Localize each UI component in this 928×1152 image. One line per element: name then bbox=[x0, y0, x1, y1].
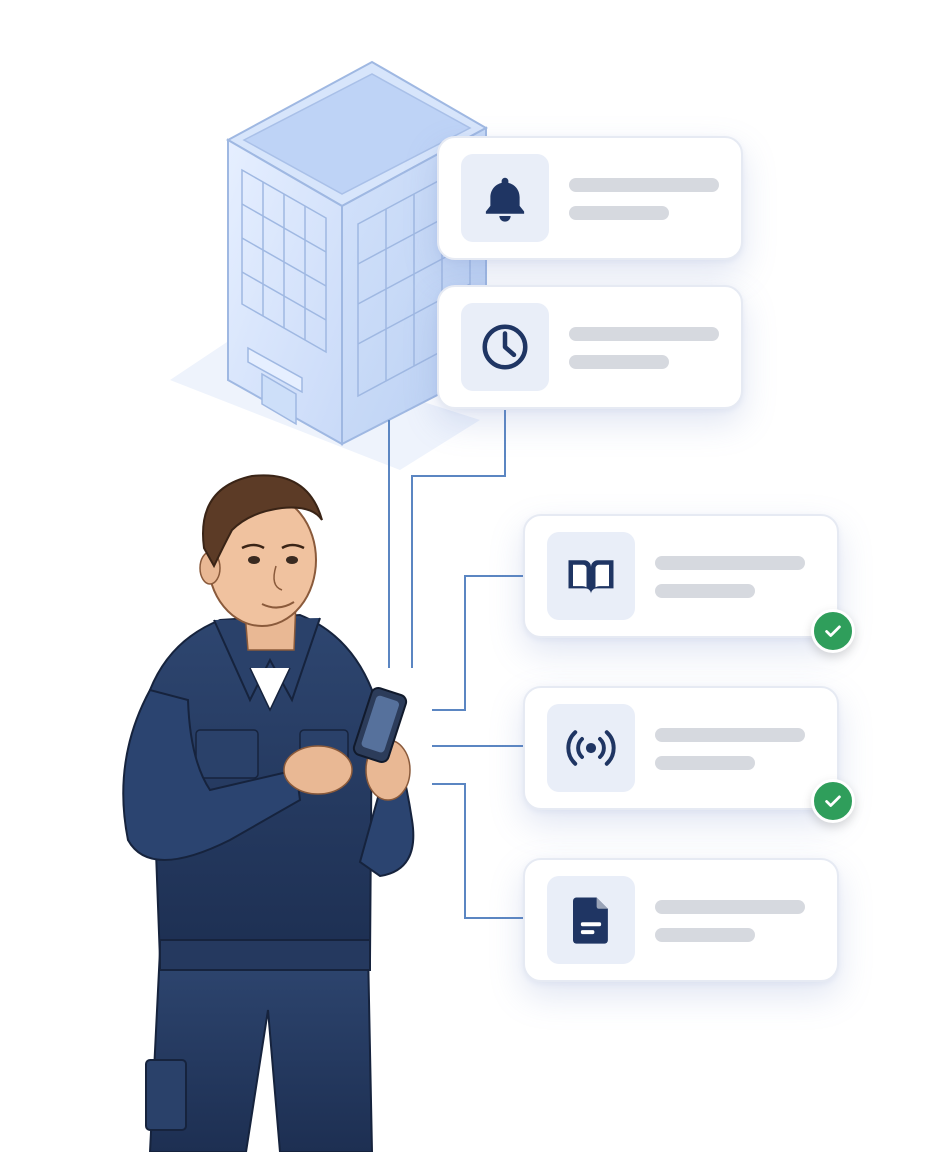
text-placeholder-line bbox=[655, 728, 805, 742]
text-placeholder-line bbox=[569, 327, 719, 341]
smartphone bbox=[352, 686, 408, 764]
text-placeholder-line bbox=[655, 900, 805, 914]
text-placeholder-line bbox=[655, 584, 755, 598]
text-placeholder-line bbox=[655, 928, 755, 942]
icon-tile bbox=[547, 532, 635, 620]
bell-icon bbox=[485, 177, 525, 222]
clock-icon bbox=[482, 324, 528, 370]
document-icon bbox=[573, 897, 608, 944]
manual-card[interactable] bbox=[523, 514, 839, 638]
checkmark-icon bbox=[825, 625, 841, 637]
check-badge bbox=[811, 779, 855, 823]
icon-tile bbox=[461, 303, 549, 391]
open-book-icon bbox=[568, 560, 614, 594]
text-placeholder-line bbox=[655, 556, 805, 570]
sensor-card[interactable] bbox=[523, 686, 839, 810]
icon-tile bbox=[547, 876, 635, 964]
connector-lines bbox=[388, 410, 523, 919]
broadcast-signal-icon bbox=[566, 730, 616, 766]
schedule-card[interactable] bbox=[437, 285, 743, 409]
checkmark-icon bbox=[825, 795, 841, 807]
document-card[interactable] bbox=[523, 858, 839, 982]
technician-figure bbox=[122, 474, 415, 1152]
icon-tile bbox=[547, 704, 635, 792]
text-placeholder-line bbox=[569, 355, 669, 369]
text-placeholder-line bbox=[655, 756, 755, 770]
notification-card[interactable] bbox=[437, 136, 743, 260]
check-badge bbox=[811, 609, 855, 653]
text-placeholder-line bbox=[569, 206, 669, 220]
icon-tile bbox=[461, 154, 549, 242]
text-placeholder-line bbox=[569, 178, 719, 192]
